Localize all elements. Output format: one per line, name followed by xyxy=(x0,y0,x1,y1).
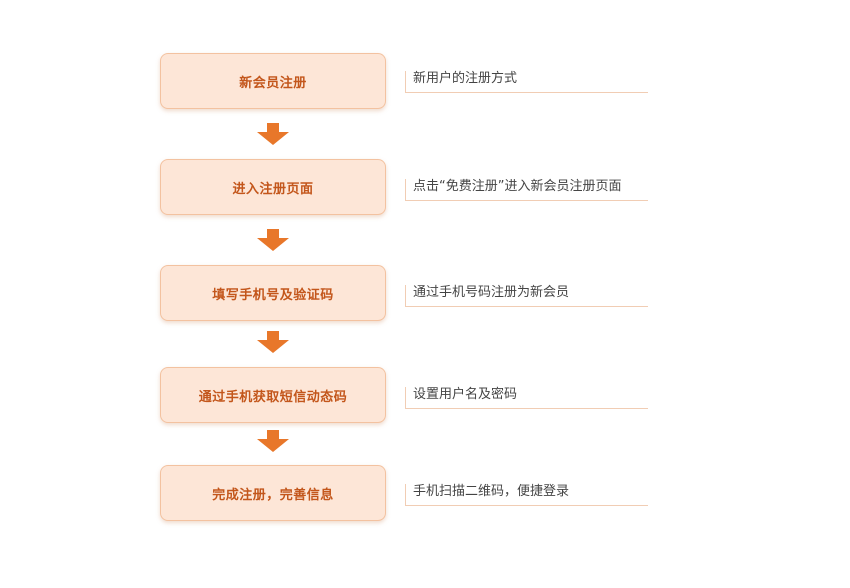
step-label: 通过手机获取短信动态码 xyxy=(198,389,348,405)
down-arrow-icon xyxy=(257,229,289,251)
step-label: 填写手机号及验证码 xyxy=(212,287,334,303)
step-note: 新用户的注册方式 xyxy=(405,71,648,93)
step-box-complete-registration: 完成注册，完善信息 xyxy=(160,465,386,521)
step-note: 点击“免费注册”进入新会员注册页面 xyxy=(405,179,648,201)
step-note-text: 通过手机号码注册为新会员 xyxy=(413,285,570,300)
step-note: 设置用户名及密码 xyxy=(405,387,648,409)
step-label: 进入注册页面 xyxy=(232,181,314,197)
down-arrow-icon xyxy=(257,123,289,145)
down-arrow-icon xyxy=(257,331,289,353)
step-note-text: 新用户的注册方式 xyxy=(413,71,518,86)
step-box-new-member-registration: 新会员注册 xyxy=(160,53,386,109)
down-arrow-icon xyxy=(257,430,289,452)
step-note-text: 设置用户名及密码 xyxy=(413,387,518,402)
step-label: 新会员注册 xyxy=(239,75,307,91)
step-note: 通过手机号码注册为新会员 xyxy=(405,285,648,307)
step-box-get-sms-code: 通过手机获取短信动态码 xyxy=(160,367,386,423)
step-note-text: 点击“免费注册”进入新会员注册页面 xyxy=(413,179,622,194)
step-label: 完成注册，完善信息 xyxy=(212,487,334,503)
step-box-enter-registration-page: 进入注册页面 xyxy=(160,159,386,215)
step-box-enter-phone-and-code: 填写手机号及验证码 xyxy=(160,265,386,321)
step-note-text: 手机扫描二维码，便捷登录 xyxy=(413,484,570,499)
step-note: 手机扫描二维码，便捷登录 xyxy=(405,484,648,506)
